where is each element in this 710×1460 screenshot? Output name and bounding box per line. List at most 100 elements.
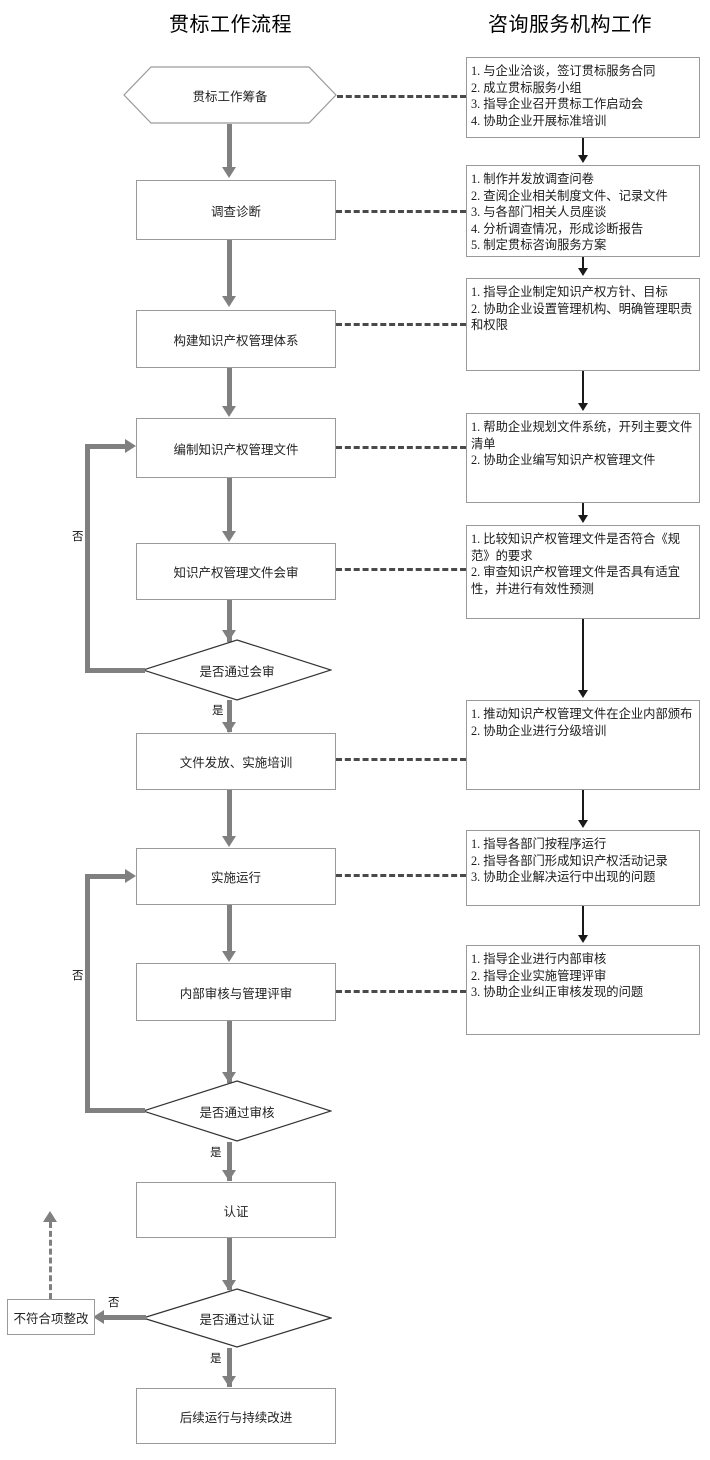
node-internal-audit-review[interactable]: 内部审核与管理评审 <box>136 963 336 1021</box>
service-box-5: 1. 比较知识产权管理文件是否符合《规范》的要求 2. 审查知识产权管理文件是否… <box>466 525 700 619</box>
connector-operate-audit <box>227 905 232 953</box>
node-survey-diagnosis[interactable]: 调查诊断 <box>136 180 336 240</box>
connector-certify-no <box>104 1315 146 1320</box>
service-connector-6-7 <box>582 790 584 822</box>
dashed-link-build-service3 <box>336 323 466 326</box>
connector-review-decision <box>227 600 232 642</box>
node-document-review-label: 知识产权管理文件会审 <box>173 566 299 580</box>
arrowhead-dashed-feedback <box>43 1211 57 1222</box>
service-box-2: 1. 制作并发放调查问卷 2. 查阅企业相关制度文件、记录文件 3. 与各部门相… <box>466 165 700 257</box>
dashed-link-audit-service8 <box>336 990 466 993</box>
arrowhead-certify-yes <box>222 1376 236 1387</box>
diamond-shape <box>142 639 332 701</box>
arrowhead-compile-review <box>222 531 236 542</box>
arrowhead-operate-audit <box>222 951 236 962</box>
node-certification-label: 认证 <box>223 1204 249 1219</box>
service-arrowhead-2-3 <box>578 268 588 276</box>
arrowhead-loop-audit-no <box>125 869 136 883</box>
node-document-release-training[interactable]: 文件发放、实施培训 <box>136 733 336 790</box>
connector-compile-review <box>227 478 232 533</box>
node-compile-documents-label: 编制知识产权管理文件 <box>173 442 299 457</box>
diamond-shape <box>142 1288 332 1348</box>
node-decision-review-pass[interactable]: 是否通过会审 <box>142 639 332 701</box>
loop-audit-no-vertical <box>85 874 90 1113</box>
edge-label-audit-yes: 是 <box>210 1147 222 1159</box>
arrowhead-certify-decision <box>222 1280 236 1291</box>
service-connector-1-2 <box>582 138 584 157</box>
node-decision-audit-pass-label: 是否通过审核 <box>199 1105 275 1120</box>
service-connector-2-3 <box>582 257 584 270</box>
service-box-1: 1. 与企业洽谈，签订贯标服务合同 2. 成立贯标服务小组 3. 指导企业召开贯… <box>466 57 700 138</box>
node-preparation-label: 贯标工作筹备 <box>192 89 268 104</box>
node-preparation[interactable]: 贯标工作筹备 <box>123 66 337 124</box>
edge-label-certify-yes: 是 <box>210 1353 222 1365</box>
connector-certify-decision <box>227 1238 232 1290</box>
node-ongoing-improvement[interactable]: 后续运行与持续改进 <box>136 1388 336 1444</box>
arrowhead-audit-decision <box>222 1072 236 1083</box>
dashed-link-compile-service4 <box>336 446 466 449</box>
node-nonconformity-rectification-label: 不符合项整改 <box>13 1311 89 1326</box>
arrowhead-survey-build <box>222 296 236 307</box>
service-connector-5-6 <box>582 619 584 692</box>
loop-review-no-horizontal-top <box>85 444 127 449</box>
service-box-6: 1. 推动知识产权管理文件在企业内部颁布 2. 协助企业进行分级培训 <box>466 700 700 790</box>
service-box-8: 1. 指导企业进行内部审核 2. 指导企业实施管理评审 3. 协助企业纠正审核发… <box>466 945 700 1035</box>
edge-label-review-no: 否 <box>72 531 84 543</box>
connector-review-yes <box>227 700 232 732</box>
node-compile-documents[interactable]: 编制知识产权管理文件 <box>136 418 336 478</box>
node-document-review[interactable]: 知识产权管理文件会审 <box>136 543 336 600</box>
node-decision-certify-pass[interactable]: 是否通过认证 <box>142 1288 332 1348</box>
dashed-link-review-service5 <box>336 568 466 571</box>
hexagon-shape <box>123 66 337 124</box>
service-connector-7-8 <box>582 906 584 937</box>
service-arrowhead-5-6 <box>578 690 588 698</box>
service-arrowhead-1-2 <box>578 155 588 163</box>
arrowhead-audit-yes <box>222 1170 236 1181</box>
edge-label-audit-no: 否 <box>72 970 84 982</box>
node-decision-audit-pass[interactable]: 是否通过审核 <box>142 1080 332 1142</box>
node-decision-review-pass-label: 是否通过会审 <box>199 664 275 679</box>
node-internal-audit-review-label: 内部审核与管理评审 <box>179 986 293 1001</box>
node-implementation[interactable]: 实施运行 <box>136 848 336 905</box>
node-decision-certify-pass-label: 是否通过认证 <box>199 1312 275 1327</box>
service-arrowhead-3-4 <box>578 403 588 411</box>
loop-audit-no-horizontal-top <box>85 874 127 879</box>
service-box-3: 1. 指导企业制定知识产权方针、目标 2. 协助企业设置管理机构、明确管理职责和… <box>466 278 700 371</box>
arrowhead-certify-no <box>93 1310 104 1324</box>
connector-certify-yes <box>227 1348 232 1387</box>
service-arrowhead-6-7 <box>578 820 588 828</box>
node-build-system-label: 构建知识产权管理体系 <box>173 333 299 348</box>
service-arrowhead-7-8 <box>578 935 588 943</box>
node-ongoing-improvement-label: 后续运行与持续改进 <box>179 1410 293 1425</box>
dashed-link-issue-service6 <box>336 758 466 761</box>
loop-review-no-horizontal-bottom <box>85 668 145 673</box>
arrowhead-review-yes <box>222 722 236 733</box>
dashed-link-operate-service7 <box>336 874 466 877</box>
edge-label-certify-no: 否 <box>108 1297 120 1309</box>
dashed-link-prep-service1 <box>337 95 466 98</box>
dashed-link-survey-service2 <box>336 210 466 213</box>
edge-label-review-yes: 是 <box>212 705 224 717</box>
left-column-title: 贯标工作流程 <box>169 14 292 36</box>
connector-audit-decision <box>227 1021 232 1083</box>
loop-review-no-vertical <box>85 444 90 673</box>
service-arrowhead-4-5 <box>578 515 588 523</box>
diamond-shape <box>142 1080 332 1142</box>
loop-audit-no-horizontal-bottom <box>85 1108 145 1113</box>
arrowhead-review-decision <box>222 630 236 641</box>
service-connector-3-4 <box>582 371 584 403</box>
node-certification[interactable]: 认证 <box>136 1182 336 1238</box>
node-nonconformity-rectification[interactable]: 不符合项整改 <box>7 1299 95 1335</box>
connector-survey-build <box>227 240 232 298</box>
service-connector-4-5 <box>582 503 584 517</box>
service-box-4: 1. 帮助企业规划文件系统，开列主要文件清单 2. 协助企业编写知识产权管理文件 <box>466 413 700 503</box>
service-box-7: 1. 指导各部门按程序运行 2. 指导各部门形成知识产权活动记录 3. 协助企业… <box>466 830 700 906</box>
node-build-system[interactable]: 构建知识产权管理体系 <box>136 310 336 368</box>
node-document-release-training-label: 文件发放、实施培训 <box>179 756 293 770</box>
arrowhead-prep-survey <box>222 167 236 178</box>
dashed-feedback-line <box>49 1222 52 1299</box>
arrowhead-issue-operate <box>222 836 236 847</box>
connector-prep-survey <box>227 124 232 169</box>
connector-issue-operate <box>227 790 232 838</box>
